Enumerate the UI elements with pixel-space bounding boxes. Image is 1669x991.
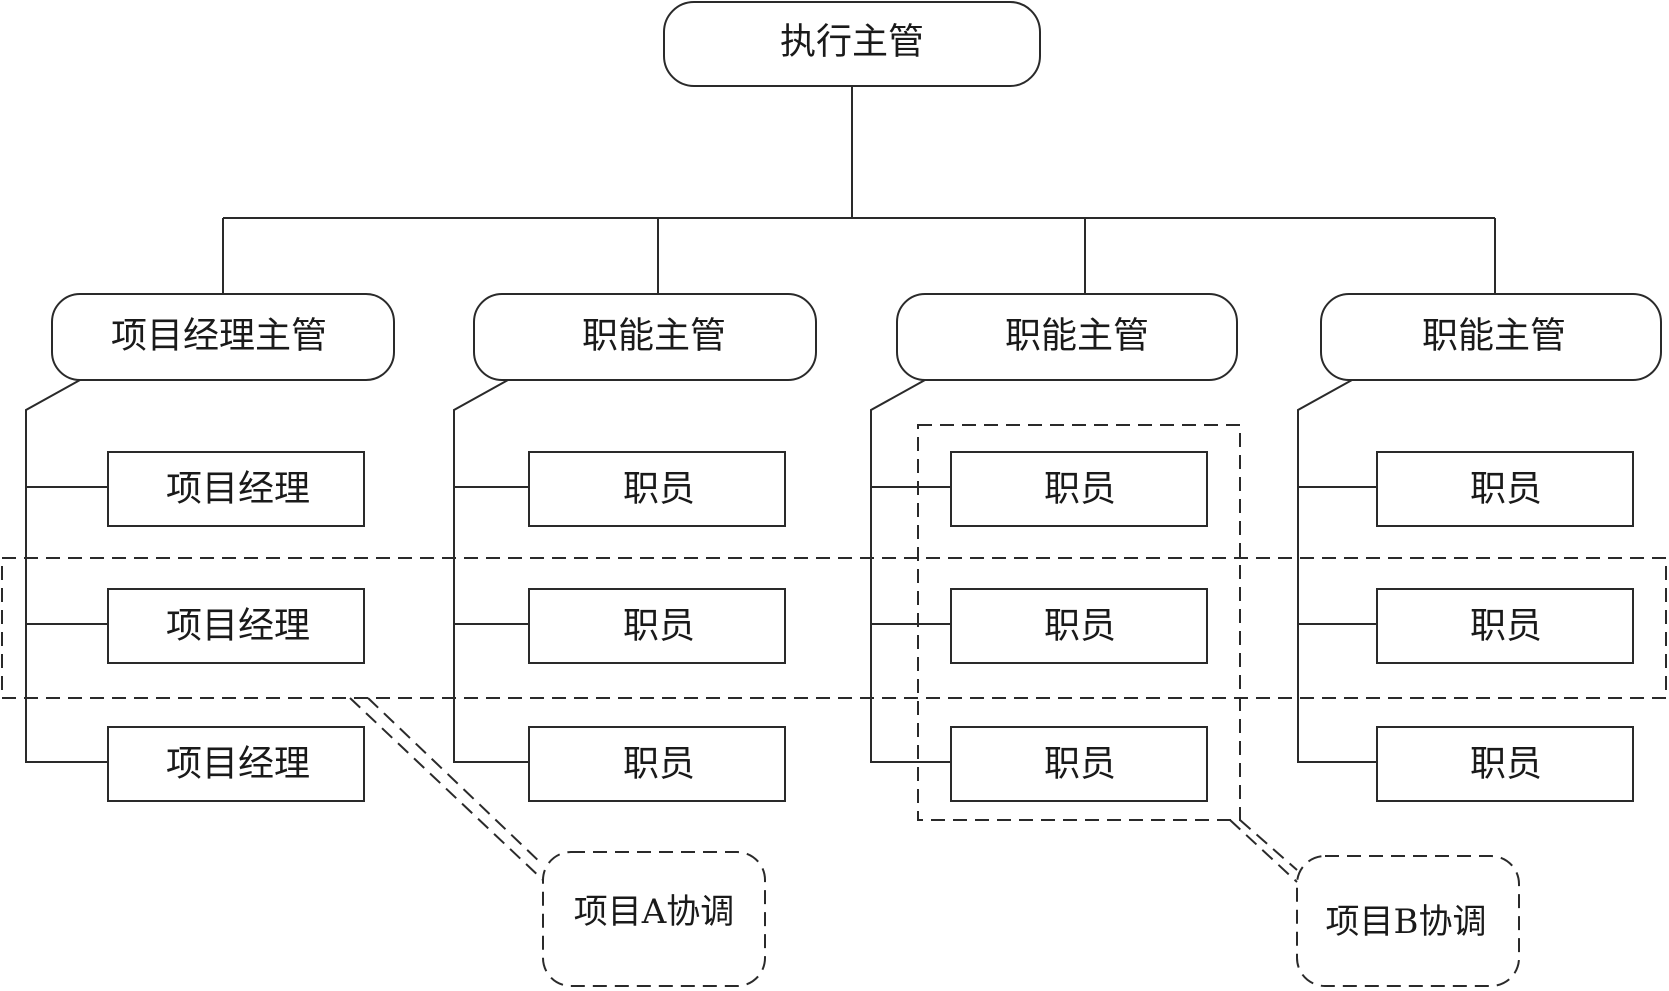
staff-node-c3-r1: 职员 <box>950 451 1208 527</box>
project-a-callout: 项目A协调 <box>349 697 766 987</box>
column-connectors <box>25 379 1377 763</box>
staff-node-c2-r2: 职员 <box>528 588 786 664</box>
staff-label: 职员 <box>1044 606 1116 647</box>
staff-node-c4-r3: 职员 <box>1376 726 1634 802</box>
staff-node-c3-r3: 职员 <box>950 726 1208 802</box>
executive-node: 执行主管 <box>663 1 1041 87</box>
manager-node-1: 项目经理主管 <box>51 293 395 381</box>
staff-node-c2-r1: 职员 <box>528 451 786 527</box>
staff-node-c1-r1: 项目经理 <box>107 451 365 527</box>
staff-node-c1-r2: 项目经理 <box>107 588 365 664</box>
manager-label-4: 职能主管 <box>1422 316 1566 357</box>
manager-node-2: 职能主管 <box>473 293 817 381</box>
staff-node-c4-r1: 职员 <box>1376 451 1634 527</box>
staff-label: 项目经理 <box>166 744 310 785</box>
staff-node-c2-r3: 职员 <box>528 726 786 802</box>
staff-label: 职员 <box>1044 744 1116 785</box>
staff-label: 职员 <box>1044 469 1116 510</box>
staff-label: 项目经理 <box>166 469 310 510</box>
staff-label: 职员 <box>1470 606 1542 647</box>
project-b-band <box>917 424 1241 821</box>
manager-label-2: 职能主管 <box>582 316 726 357</box>
project-b-label: 项目B协调 <box>1326 902 1487 942</box>
staff-label: 职员 <box>623 744 695 785</box>
executive-label: 执行主管 <box>780 22 924 63</box>
staff-node-c1-r3: 项目经理 <box>107 726 365 802</box>
staff-label: 职员 <box>623 469 695 510</box>
manager-label-3: 职能主管 <box>1005 316 1149 357</box>
project-b-callout: 项目B协调 <box>1229 819 1520 987</box>
manager-node-4: 职能主管 <box>1320 293 1662 381</box>
staff-node-c4-r2: 职员 <box>1376 588 1634 664</box>
staff-label: 职员 <box>1470 744 1542 785</box>
executive-connectors <box>222 86 1496 294</box>
staff-label: 项目经理 <box>166 606 310 647</box>
staff-label: 职员 <box>1470 469 1542 510</box>
manager-node-3: 职能主管 <box>896 293 1238 381</box>
manager-label-1: 项目经理主管 <box>111 316 327 357</box>
project-a-label: 项目A协调 <box>574 892 735 932</box>
staff-label: 职员 <box>623 606 695 647</box>
staff-node-c3-r2: 职员 <box>950 588 1208 664</box>
